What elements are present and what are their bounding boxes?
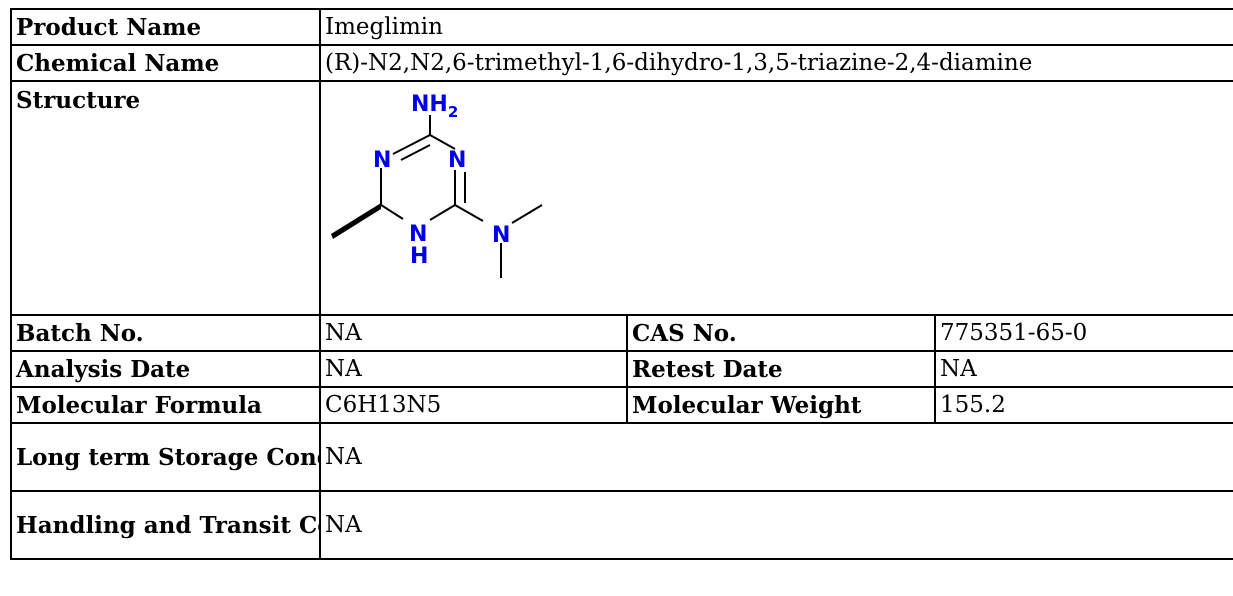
retest-date-label: Retest Date	[626, 350, 936, 388]
retest-date-value: NA	[934, 350, 1233, 388]
atom-nh-h: H	[410, 244, 428, 269]
product-spec-table: Product Name Imeglimin Chemical Name (R)…	[10, 8, 1233, 560]
row-chemical-name: Chemical Name (R)-N2,N2,6-trimethyl-1,6-…	[10, 44, 1233, 82]
atom-n-left: N	[373, 148, 391, 173]
row-storage: Long term Storage Condition NA	[10, 422, 1233, 492]
handling-condition-value: NA	[319, 490, 1233, 560]
molecular-formula-value: C6H13N5	[319, 386, 628, 424]
handling-condition-label: Handling and Transit Condition	[10, 490, 321, 560]
atom-nme2: N	[492, 223, 510, 248]
atom-n-right: N	[448, 148, 466, 173]
storage-condition-label: Long term Storage Condition	[10, 422, 321, 492]
structure-bonds	[380, 115, 543, 278]
structure-label: Structure	[10, 80, 321, 316]
row-product-name: Product Name Imeglimin	[10, 8, 1233, 46]
cas-no-label: CAS No.	[626, 314, 936, 352]
row-dates: Analysis Date NA Retest Date NA	[10, 350, 1233, 388]
molecular-weight-value: 155.2	[934, 386, 1233, 424]
row-structure: Structure	[10, 80, 1233, 316]
product-name-value: Imeglimin	[319, 8, 1233, 46]
cas-no-value: 775351-65-0	[934, 314, 1233, 352]
product-name-label: Product Name	[10, 8, 321, 46]
row-batch-cas: Batch No. NA CAS No. 775351-65-0	[10, 314, 1233, 352]
row-handling: Handling and Transit Condition NA	[10, 490, 1233, 560]
wedge-bond	[331, 203, 381, 239]
storage-condition-value: NA	[319, 422, 1233, 492]
analysis-date-value: NA	[319, 350, 628, 388]
atom-nh-n: N	[409, 222, 427, 247]
batch-no-label: Batch No.	[10, 314, 321, 352]
molecular-formula-label: Molecular Formula	[10, 386, 321, 424]
atom-nh2: NH2	[411, 92, 458, 121]
chemical-structure-diagram: NH2 N N N H N	[331, 92, 543, 278]
analysis-date-label: Analysis Date	[10, 350, 321, 388]
chemical-name-label: Chemical Name	[10, 44, 321, 82]
row-formula-weight: Molecular Formula C6H13N5 Molecular Weig…	[10, 386, 1233, 424]
chemical-name-value: (R)-N2,N2,6-trimethyl-1,6-dihydro-1,3,5-…	[319, 44, 1233, 82]
molecular-weight-label: Molecular Weight	[626, 386, 936, 424]
structure-image-cell: NH2 N N N H N	[319, 80, 1233, 316]
batch-no-value: NA	[319, 314, 628, 352]
